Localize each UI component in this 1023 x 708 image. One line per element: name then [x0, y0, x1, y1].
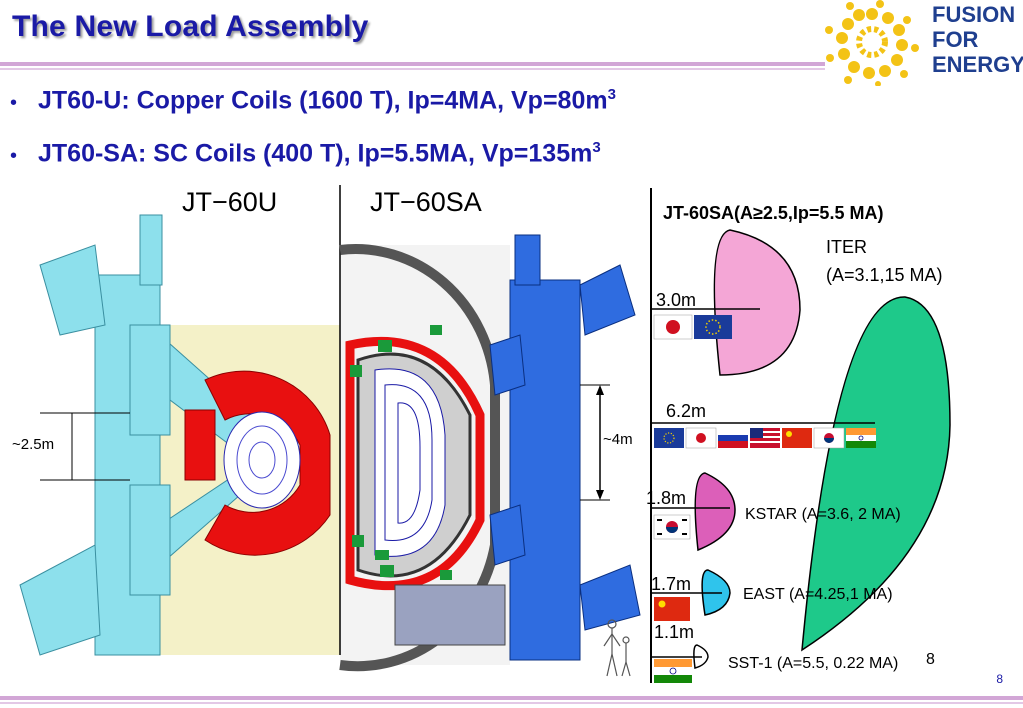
kstar-plasma-shape — [694, 472, 736, 552]
jt60sa-plasma-shape — [713, 229, 801, 376]
header-divider — [0, 62, 825, 66]
bullet-jt60sa: JT60-SA: SC Coils (400 T), Ip=5.5MA, Vp=… — [38, 139, 601, 168]
stray-number: 8 — [926, 651, 935, 668]
dim-label-right: ~4m — [603, 431, 633, 448]
logo-line-for: FOR — [932, 27, 979, 52]
iter-plasma-shape — [801, 296, 951, 652]
jt60sa-tf-coil — [345, 336, 485, 591]
sst1-label: SST-1 (A=5.5, 0.22 MA) — [728, 655, 899, 672]
logo-line-energy: ENERGY — [932, 52, 1023, 77]
east-label: EAST (A=4.25,1 MA) — [743, 586, 893, 603]
jt60u-machine — [19, 214, 251, 656]
logo-line-fusion: FUSION — [932, 2, 1016, 27]
jt60sa-pf-coils — [350, 325, 452, 580]
jt60sa-base-support — [394, 584, 506, 646]
tokamak-size-comparison — [650, 229, 951, 683]
page-number: 8 — [996, 672, 1003, 686]
jt60sa-label: JT−60SA — [370, 187, 482, 217]
bullet-jt60u: JT60-U: Copper Coils (1600 T), Ip=4MA, V… — [38, 86, 616, 115]
size-kstar: 1.8m — [646, 488, 687, 508]
flag-east — [654, 597, 690, 621]
flags-iter — [654, 427, 876, 449]
size-east: 1.7m — [651, 574, 692, 594]
tokamak-cross-section-diagram — [19, 185, 641, 672]
footer-divider — [0, 696, 1023, 700]
footer-divider-thin — [0, 702, 1023, 704]
logo-text: FUSION FOR ENERGY — [932, 2, 1023, 77]
jt60u-label: JT−60U — [182, 187, 278, 217]
header-divider-thin — [0, 68, 825, 70]
flags-jt60sa — [653, 314, 732, 340]
size-sst1: 1.1m — [654, 622, 695, 642]
jt60sa-plasma — [374, 368, 446, 557]
iter-label-line1: ITER — [826, 237, 868, 257]
flag-sst1 — [654, 659, 692, 683]
flag-kstar — [653, 514, 691, 540]
page-title: The New Load Assembly — [12, 10, 369, 43]
kstar-label: KSTAR (A=3.6, 2 MA) — [745, 506, 901, 523]
size-jt60sa: 3.0m — [656, 290, 697, 310]
fusion-for-energy-sun-logo — [825, 0, 919, 86]
size-iter: 6.2m — [666, 401, 707, 421]
comparison-axis — [650, 188, 652, 683]
human-figures-scale — [603, 619, 631, 677]
bullet-dot-2: • — [10, 145, 18, 167]
iter-label-line2: (A=3.1,15 MA) — [826, 265, 943, 285]
comparison-title: JT-60SA(A≥2.5,Ip=5.5 MA) — [663, 203, 884, 223]
dim-label-left: ~2.5m — [12, 436, 55, 453]
jt60u-plasma — [223, 411, 301, 509]
jt60sa-machine — [489, 234, 641, 661]
bullet-dot-1: • — [10, 92, 18, 114]
